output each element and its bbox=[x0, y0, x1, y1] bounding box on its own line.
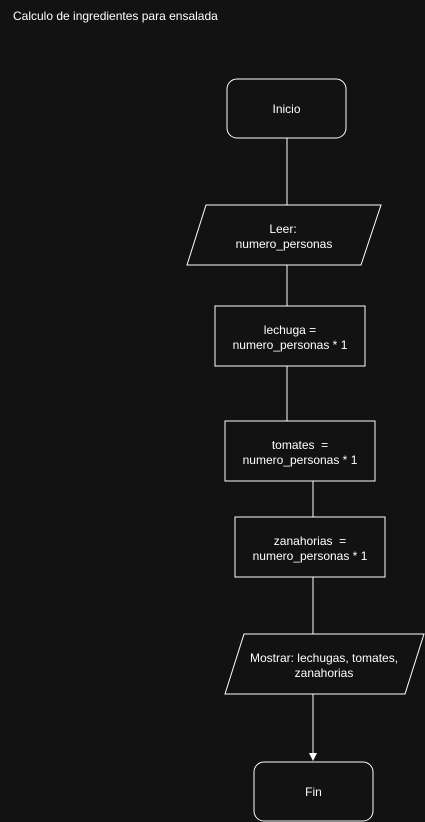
node-leer[interactable]: Leer: numero_personas bbox=[186, 204, 382, 266]
node-fin[interactable]: Fin bbox=[253, 761, 374, 822]
node-mostrar-label-line2: zanahorias bbox=[295, 666, 354, 680]
node-tomates-label-line2: numero_personas * 1 bbox=[243, 453, 358, 467]
io-shape bbox=[224, 633, 425, 695]
node-inicio[interactable]: Inicio bbox=[226, 78, 347, 139]
node-leer-label-line2: numero_personas bbox=[236, 237, 333, 251]
terminal-shape bbox=[253, 761, 374, 822]
node-inicio-label: Inicio bbox=[272, 102, 300, 116]
process-shape bbox=[224, 420, 376, 482]
node-tomates-label-line1: tomates = bbox=[272, 438, 328, 452]
node-zanahorias-label-line1: zanahorias = bbox=[274, 534, 346, 548]
node-zanahorias[interactable]: zanahorias = numero_personas * 1 bbox=[234, 516, 386, 578]
io-shape bbox=[186, 204, 382, 266]
diagram-title: Calculo de ingredientes para ensalada bbox=[13, 9, 218, 23]
node-lechuga-label-line1: lechuga = bbox=[264, 323, 316, 337]
node-leer-label-line1: Leer: bbox=[269, 222, 296, 236]
node-mostrar-label-line1: Mostrar: lechugas, tomates, bbox=[250, 651, 398, 665]
node-mostrar[interactable]: Mostrar: lechugas, tomates, zanahorias bbox=[224, 633, 425, 695]
process-shape bbox=[234, 516, 386, 578]
node-zanahorias-label-line2: numero_personas * 1 bbox=[253, 549, 368, 563]
node-tomates[interactable]: tomates = numero_personas * 1 bbox=[224, 420, 376, 482]
process-shape bbox=[214, 305, 366, 367]
node-lechuga-label-line2: numero_personas * 1 bbox=[233, 338, 348, 352]
node-lechuga[interactable]: lechuga = numero_personas * 1 bbox=[214, 305, 366, 367]
node-fin-label: Fin bbox=[305, 785, 322, 799]
terminal-shape bbox=[226, 78, 347, 139]
